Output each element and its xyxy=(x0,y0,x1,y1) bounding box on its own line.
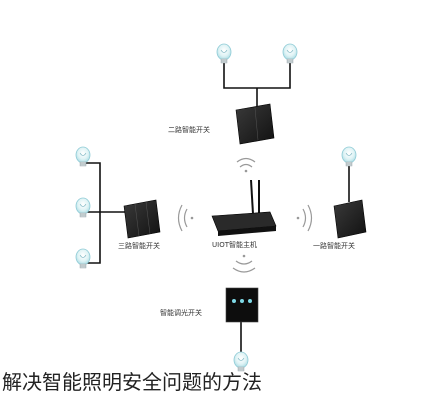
two-gang-switch xyxy=(235,103,275,145)
dimmer-switch xyxy=(225,287,259,323)
hub-label: UIOT智能主机 xyxy=(212,241,257,249)
light-bulb-icon xyxy=(75,197,91,218)
wires xyxy=(83,58,350,352)
two-gang-switch-label: 二路智能开关 xyxy=(168,126,210,134)
light-bulb-icon xyxy=(282,43,298,64)
three-gang-switch xyxy=(123,199,161,239)
wifi-signal-icon xyxy=(177,157,313,273)
page-caption: 解决智能照明安全问题的方法 xyxy=(2,370,262,394)
light-bulb-icon xyxy=(216,43,232,64)
smart-hub-router xyxy=(211,179,277,236)
light-bulb-icon xyxy=(75,248,91,269)
dimmer-switch-label: 智能调光开关 xyxy=(160,309,202,317)
light-bulb-icon xyxy=(341,146,357,167)
one-gang-switch-label: 一路智能开关 xyxy=(313,242,355,250)
one-gang-switch xyxy=(333,199,367,239)
three-gang-switch-label: 三路智能开关 xyxy=(118,242,160,250)
